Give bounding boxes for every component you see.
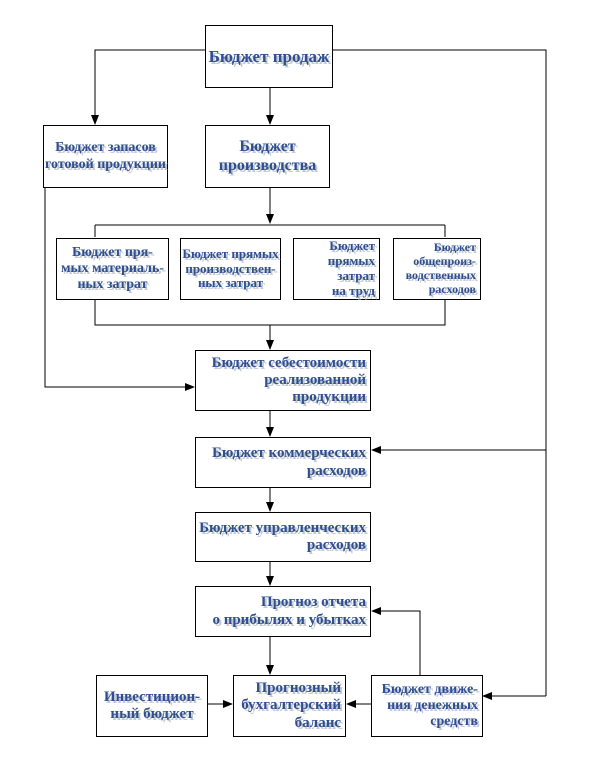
node-profit-loss-forecast: Прогноз отчета о прибылях и убытках <box>195 586 371 637</box>
node-administrative-expenses-budget: Бюджет управленческих расходов <box>195 512 371 562</box>
line-sales-right-trunk <box>333 49 547 696</box>
node-overhead-budget: Бюджет общепроиз- водственных расходов <box>393 238 481 300</box>
arrow-sales-to-stock <box>91 49 205 125</box>
line-bottom-bus <box>94 300 446 326</box>
node-sales-budget: Бюджет продаж <box>205 25 333 88</box>
arrow-stock-to-cost <box>44 188 195 391</box>
node-direct-labor-budget: Бюджет прямых затрат на труд <box>293 238 380 300</box>
node-cash-flow-budget: Бюджет движе- ния денежных средств <box>371 675 483 737</box>
node-commercial-expenses-budget: Бюджет коммерческих расходов <box>195 437 371 488</box>
node-cost-of-sales-budget: Бюджет себестоимости реализованной проду… <box>195 350 371 411</box>
arrow-cashflow-to-profit <box>371 607 421 676</box>
node-finished-goods-stock-budget: Бюджет запасов готовой продукции <box>43 125 168 188</box>
node-direct-production-costs-budget: Бюджет прямых производствен- ных затрат <box>180 238 281 300</box>
node-production-budget: Бюджет производства <box>205 125 330 188</box>
node-direct-materials-budget: Бюджет пря- мых материаль- ных затрат <box>56 238 169 300</box>
node-investment-budget: Инвестицион- ный бюджет <box>96 675 208 737</box>
node-forecast-balance-sheet: Прогнозный бухгалтерский баланс <box>233 675 346 737</box>
